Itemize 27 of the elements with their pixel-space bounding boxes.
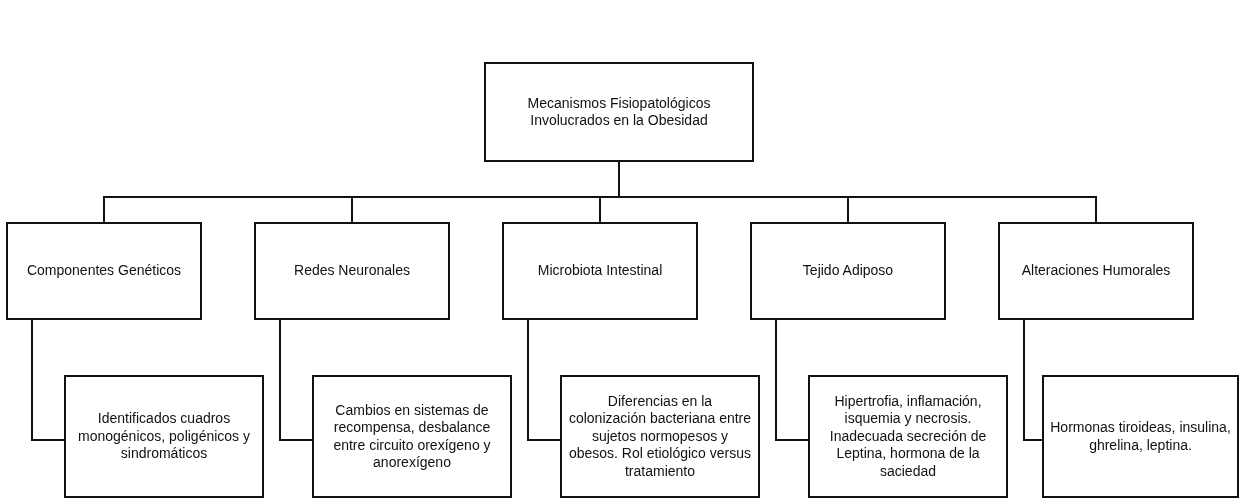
concept-box (560, 375, 760, 498)
connector-line (527, 319, 561, 441)
box-label: Alteraciones Humorales (1021, 262, 1171, 280)
concept-box (312, 375, 512, 498)
box-label: Hormonas tiroideas, insulina, ghrelina, leptina. (1050, 419, 1231, 454)
connector-line (775, 319, 809, 441)
box-label: Tejido Adiposo (802, 262, 894, 280)
connector-line (279, 319, 313, 441)
box-label: Mecanismos Fisiopatológicos Involucrados en la Obesidad (526, 94, 712, 130)
connector-line (1023, 319, 1043, 441)
concept-box (254, 222, 450, 320)
concept-box (64, 375, 264, 498)
box-label: Hipertrofia, inflamación, isquemia y necrosis. Inadecuada secreción de Leptina, hormona de la saciedad (828, 392, 988, 481)
concept-box (1042, 375, 1239, 498)
concept-box (998, 222, 1194, 320)
concept-box (6, 222, 202, 320)
box-label: Diferencias en la colonización bacteriana entre sujetos normopesos y obesos. Rol etiológico versus tratamiento (568, 392, 752, 481)
box-label: Redes Neuronales (294, 262, 410, 280)
box-label: Componentes Genéticos (26, 262, 182, 280)
connector-line (31, 319, 65, 441)
concept-box (808, 375, 1008, 498)
concept-box (502, 222, 698, 320)
box-label: Microbiota Intestinal (537, 262, 663, 280)
box-label: Cambios en sistemas de recompensa, desbalance entre circuito orexígeno y anorexígeno (332, 401, 492, 472)
concept-box (750, 222, 946, 320)
box-label: Identificados cuadros monogénicos, poligénicos y sindromáticos (77, 410, 251, 463)
concept-box (484, 62, 754, 162)
